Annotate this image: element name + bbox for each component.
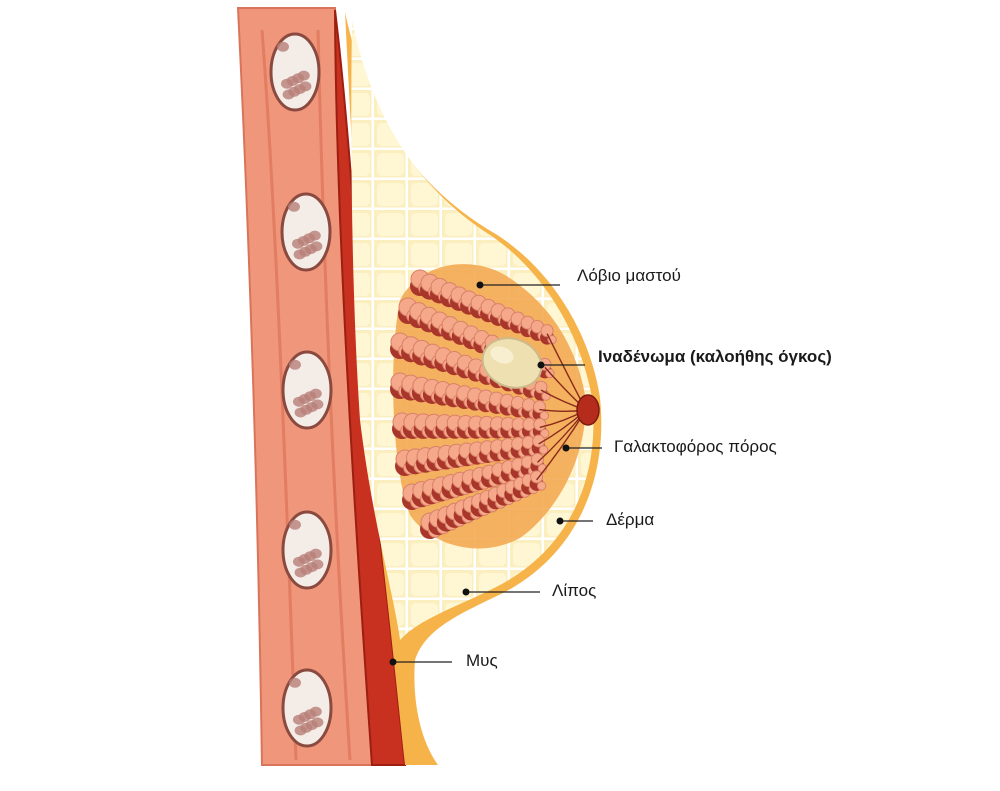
label-muscle: Μυς — [466, 651, 498, 670]
lobule — [395, 434, 549, 476]
lobule — [420, 470, 547, 539]
rib — [281, 350, 333, 430]
leader-dot-muscle — [389, 658, 397, 666]
lobule — [410, 269, 557, 345]
lobule — [390, 372, 550, 421]
leader-lines — [389, 281, 602, 666]
leader-dot-skin — [556, 517, 564, 525]
lobule — [392, 412, 550, 439]
label-skin: Δέρμα — [606, 510, 655, 529]
leader-dot-milk-duct — [562, 444, 570, 452]
lobule — [402, 452, 548, 510]
label-milk-duct: Γαλακτοφόρος πόρος — [614, 437, 777, 456]
label-fat: Λίπος — [552, 581, 597, 600]
ribs — [269, 32, 333, 748]
nipple — [576, 394, 600, 426]
leader-dot-lobule — [476, 281, 484, 289]
rib — [269, 32, 321, 112]
label-fibroadenoma: Ιναδένωμα (καλοήθης όγκος) — [598, 347, 832, 366]
rib — [280, 192, 332, 272]
leader-dot-fat — [462, 588, 470, 596]
leader-dot-fibroadenoma — [537, 361, 545, 369]
rib — [281, 510, 333, 590]
rib — [281, 668, 333, 748]
label-lobule: Λόβιο μαστού — [577, 266, 681, 285]
